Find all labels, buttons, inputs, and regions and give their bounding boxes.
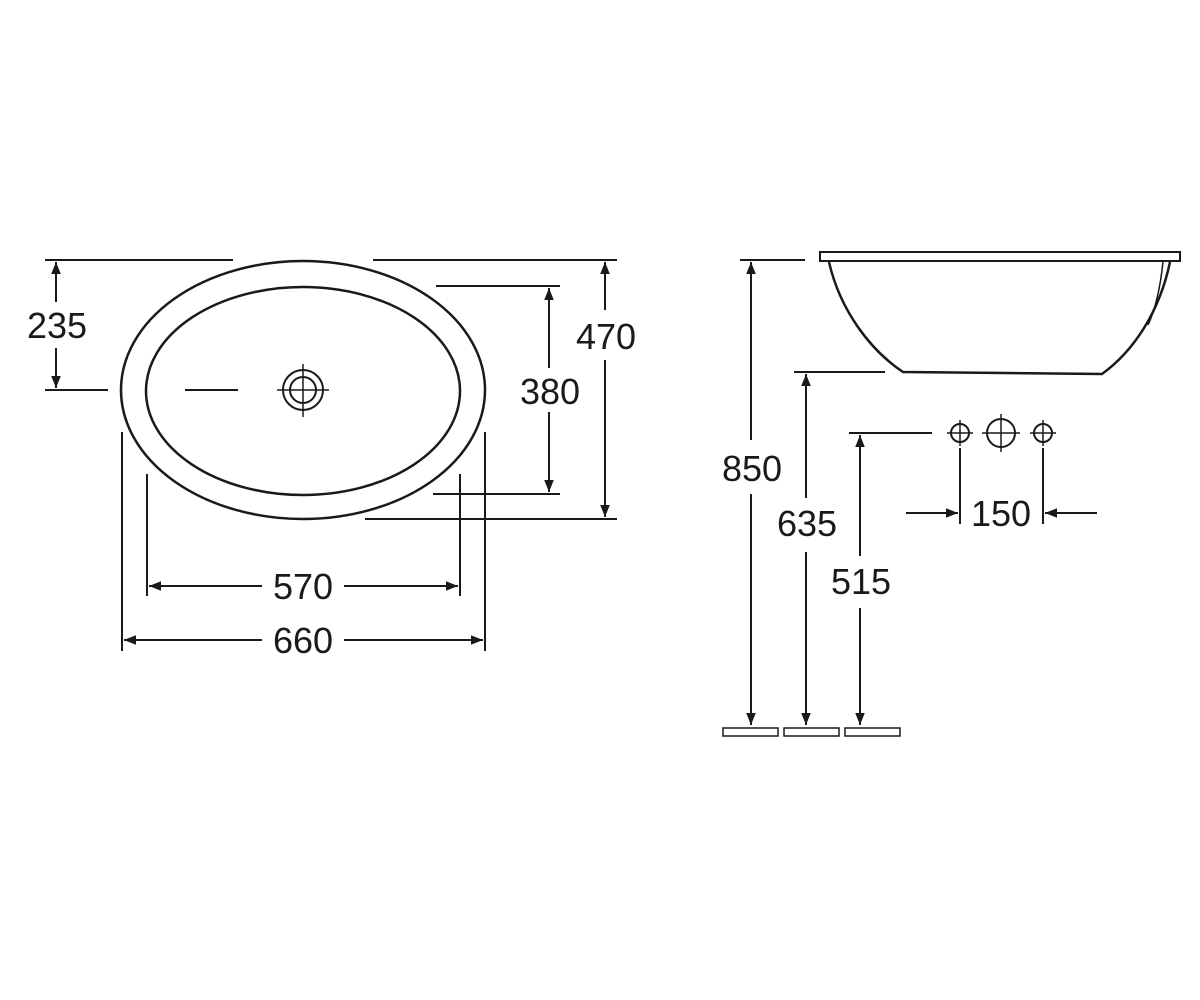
dimension-label-380: 380 [520,371,580,412]
dimension-label-515: 515 [831,561,891,602]
floor-plate [783,727,840,737]
basin-inner-wall [1147,261,1164,326]
drain-icon [277,364,329,417]
dimension-label-470: 470 [576,316,636,357]
dimension-label-150: 150 [971,493,1031,534]
floor-plate [722,727,779,737]
side-view: 850 635 515 150 [722,251,1181,737]
countertop-rim [819,251,1181,262]
dimension-outer-width: 660 [121,432,486,661]
tap-hole-right-icon [1030,420,1056,446]
basin-outer-rim [119,259,487,521]
dimension-label-570: 570 [273,566,333,607]
dimension-tap-spacing: 150 [906,448,1097,534]
dimension-label-850: 850 [722,448,782,489]
tap-hole-left-icon [947,420,973,446]
dimension-inner-width: 570 [146,474,461,607]
dimension-bowl-bottom-height: 635 [777,371,885,725]
dimension-tap-height: 515 [831,432,932,725]
basin-bowl-profile [827,261,1172,376]
dimension-outer-depth: 470 [365,259,636,520]
dimension-label-660: 660 [273,620,333,661]
basin-inner-bowl [144,285,462,497]
top-view: 235 470 380 570 [27,259,636,661]
dimension-label-635: 635 [777,503,837,544]
dimension-half-depth: 235 [27,259,233,391]
dimension-inner-depth: 380 [433,285,580,495]
floor-plate [844,727,901,737]
dimension-label-235: 235 [27,305,87,346]
dimension-rim-height: 850 [722,259,805,725]
tap-hole-center-icon [982,414,1020,452]
